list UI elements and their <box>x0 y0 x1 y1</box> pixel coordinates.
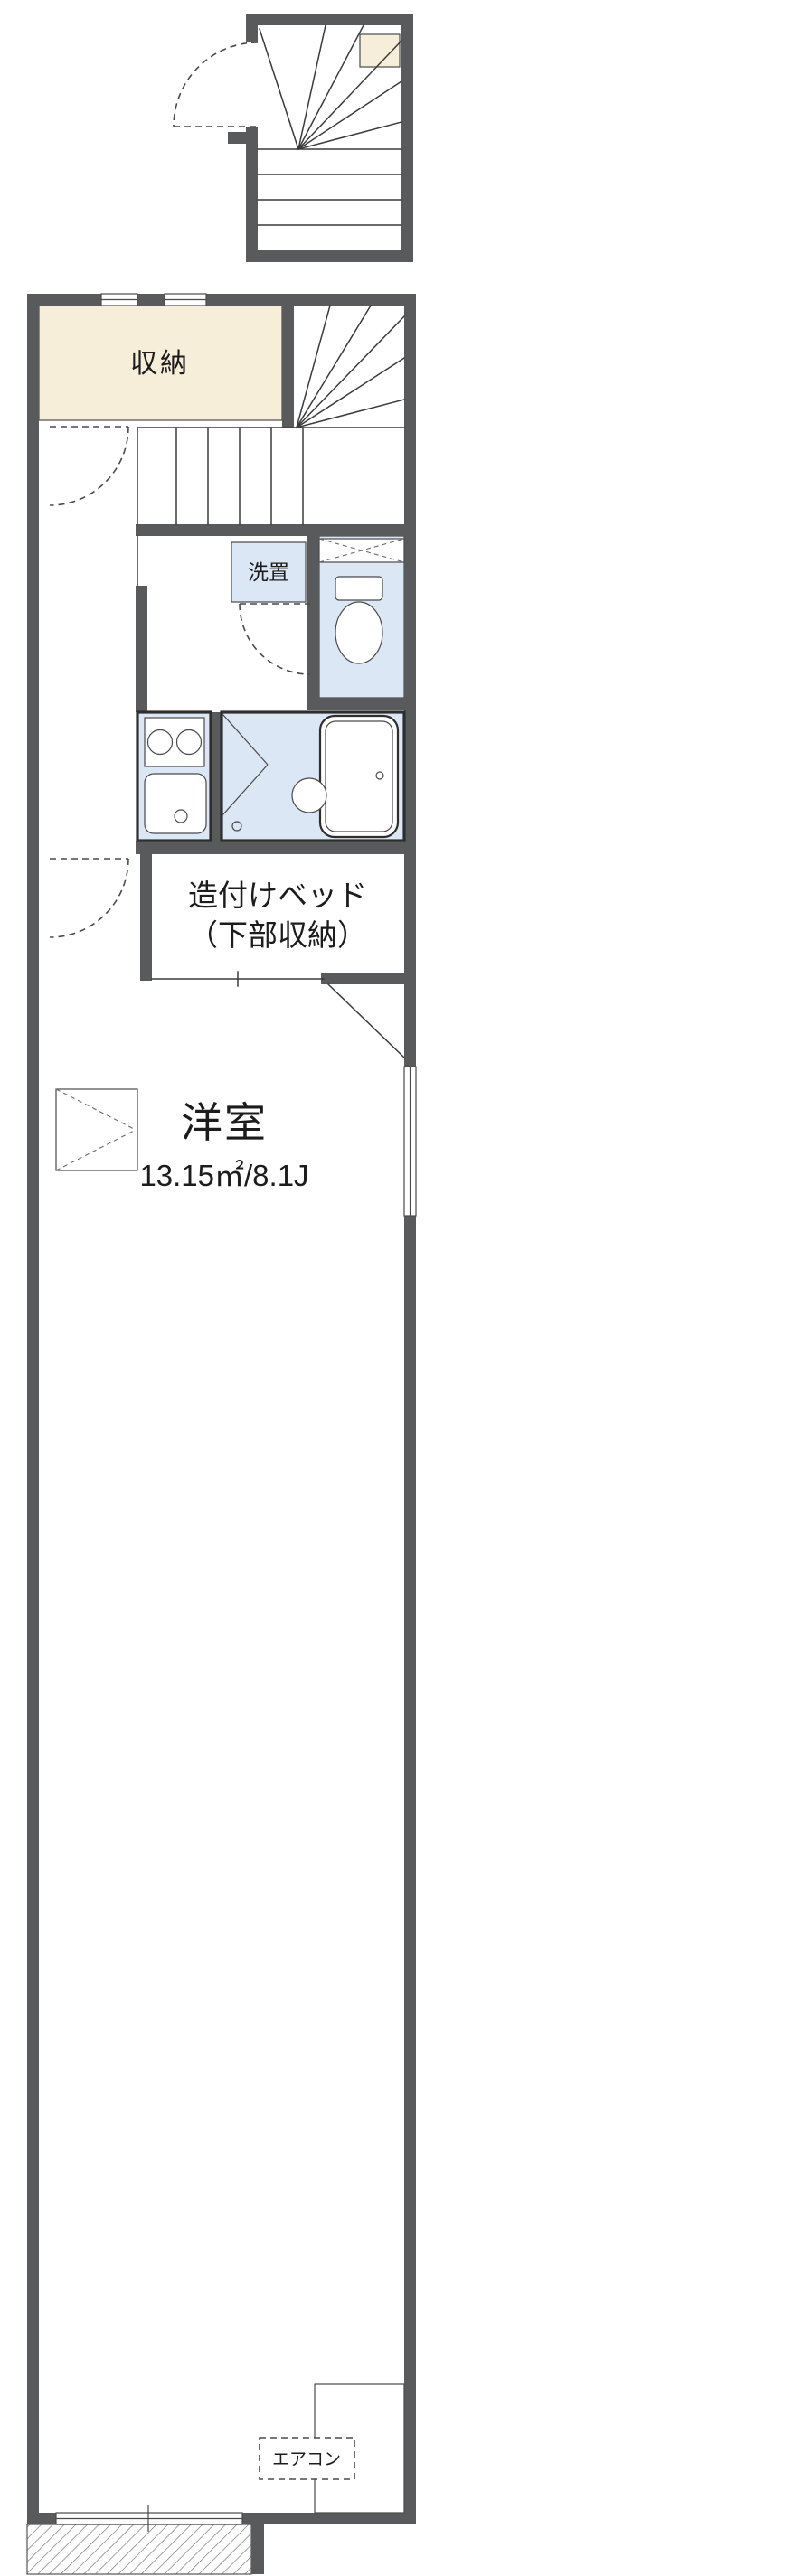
shower-drain <box>231 821 242 832</box>
wall-segment <box>27 294 39 2524</box>
wall-segment <box>140 854 152 981</box>
upper-closet-box <box>359 33 401 68</box>
wall-segment <box>307 698 416 710</box>
door-upper-block <box>173 42 259 127</box>
aircon-box <box>259 2437 355 2480</box>
dashed-marker-square <box>55 1088 138 1171</box>
wall-segment <box>136 524 416 536</box>
wall-segment <box>401 14 413 262</box>
bed-front-edge <box>151 971 325 987</box>
toilet-shelf <box>318 538 405 563</box>
stairs-upper-block <box>257 24 403 226</box>
wall-segment <box>228 132 246 144</box>
wall-segment <box>321 973 416 984</box>
label-room-name: 洋室 <box>181 1099 268 1146</box>
door-swings <box>49 42 311 938</box>
balcony <box>26 2524 252 2575</box>
sink-drain <box>174 809 188 823</box>
label-laundry: 洗置 <box>248 560 289 584</box>
wall-segment <box>246 127 258 262</box>
stairs-main <box>137 304 406 587</box>
laundry-area <box>231 541 307 603</box>
bathroom-unit <box>220 710 406 842</box>
label-bed-line2: （下部収納） <box>188 918 367 952</box>
wall-segment <box>246 14 413 25</box>
toilet-fixture <box>335 576 383 664</box>
wall-segment <box>136 841 416 854</box>
door-hall-top <box>49 426 129 506</box>
wall-segment <box>27 294 416 306</box>
wall-segment <box>211 712 222 841</box>
wall-segment <box>404 294 416 2524</box>
stove-burner <box>146 729 174 756</box>
windows <box>55 293 417 2532</box>
wall-segment <box>282 306 294 428</box>
linework <box>55 24 406 2514</box>
wall-segment <box>246 14 258 42</box>
tub-drain <box>375 771 384 780</box>
label-room-area: 13.15㎡/8.1J <box>139 1159 308 1192</box>
label-aircon: エアコン <box>272 2450 341 2469</box>
door-bedroom <box>49 858 129 938</box>
door-washroom <box>239 603 311 675</box>
label-storage: 収納 <box>130 349 190 379</box>
stove-burner <box>175 729 203 756</box>
wall-segment <box>307 536 319 710</box>
kitchen-sink <box>144 773 207 834</box>
labels: 収納 洗置 造付けベッド （下部収納） 洋室 13.15㎡/8.1J エアコン <box>130 349 367 2469</box>
label-bed-line1: 造付けベッド <box>188 879 367 912</box>
wall-segment <box>246 250 413 262</box>
kitchen-unit <box>136 710 212 842</box>
door-leaf-diagonal <box>326 982 406 1059</box>
room-storage <box>38 305 283 421</box>
wall-segment <box>136 586 147 712</box>
bathtub <box>318 714 400 839</box>
wall-segment <box>251 2524 264 2574</box>
storage-fills <box>38 33 401 421</box>
kitchen-stove <box>144 717 205 767</box>
washbasin-circle <box>291 777 327 813</box>
